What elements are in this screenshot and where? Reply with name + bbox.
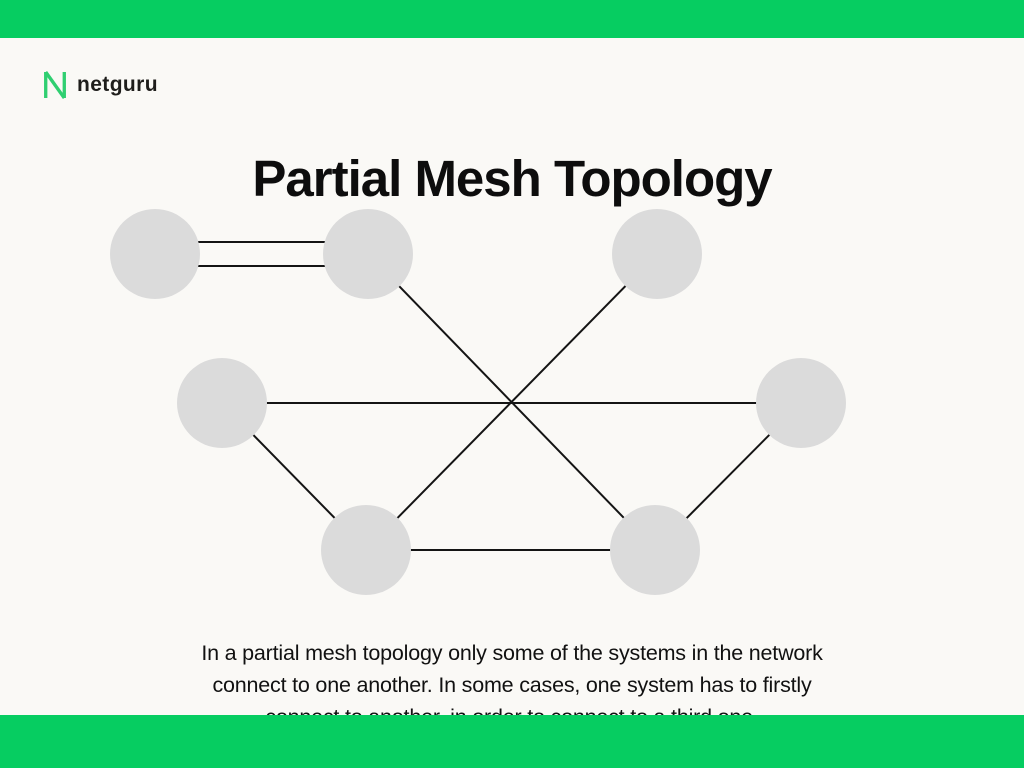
netguru-wordmark: netguru (77, 73, 158, 96)
top-accent-bar (0, 0, 1024, 38)
description-line-2: connect to one another. In some cases, o… (212, 672, 812, 697)
node-top-mid (323, 209, 413, 299)
netguru-logo: netguru (42, 70, 158, 100)
node-top-left (110, 209, 200, 299)
node-mid-right (756, 358, 846, 448)
description-line-1: In a partial mesh topology only some of … (201, 640, 823, 665)
node-mid-left (177, 358, 267, 448)
netguru-n-logo-icon (44, 71, 66, 99)
node-bottom-right (610, 505, 700, 595)
bottom-accent-bar (0, 715, 1024, 768)
node-top-right (612, 209, 702, 299)
node-bottom-left (321, 505, 411, 595)
page-title: Partial Mesh Topology (252, 150, 772, 208)
